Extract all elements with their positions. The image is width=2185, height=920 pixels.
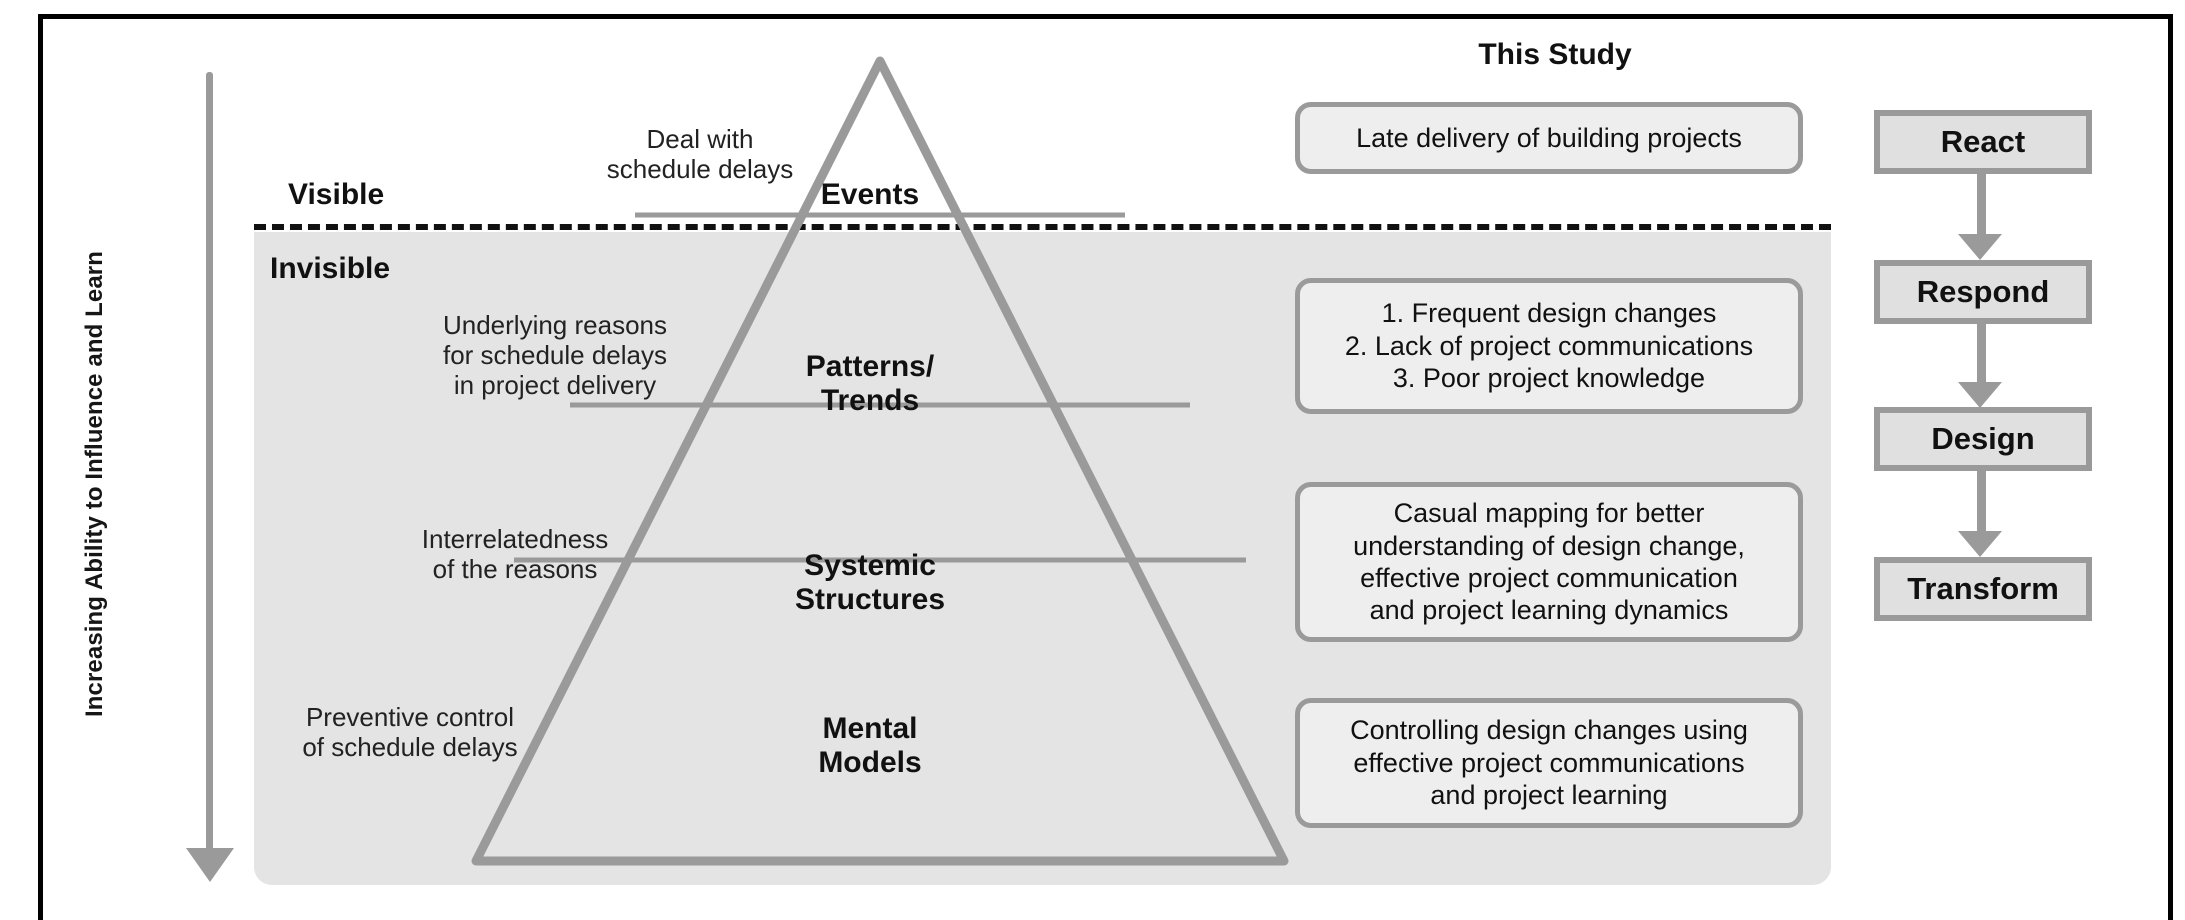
flow-arrow-design-to-transform: [1977, 471, 1986, 537]
tier-label-systemic-structures: Systemic Structures: [794, 549, 946, 616]
study-box-events: Late delivery of building projects: [1295, 102, 1803, 174]
study-box-patterns-trends: 1. Frequent design changes 2. Lack of pr…: [1295, 278, 1803, 414]
influence-axis-label: Increasing Ability to Influence and Lear…: [81, 251, 108, 717]
flow-arrowhead-icon-1: [1958, 234, 2002, 260]
influence-axis-arrowhead-icon: [186, 848, 234, 882]
flow-step-react: React: [1874, 110, 2092, 174]
callout-patterns-trends: Underlying reasons for schedule delays i…: [442, 310, 668, 401]
this-study-title: This Study: [1478, 38, 1632, 71]
flow-arrowhead-icon-2: [1958, 382, 2002, 408]
flow-arrow-react-to-respond: [1977, 174, 1986, 240]
study-box-mental-models: Controlling design changes using effecti…: [1295, 698, 1803, 828]
flow-arrow-respond-to-design: [1977, 324, 1986, 388]
tier-label-patterns-trends: Patterns/ Trends: [805, 350, 935, 417]
tier-label-mental-models: Mental Models: [818, 712, 922, 779]
zone-label-visible: Visible: [288, 178, 385, 211]
zone-label-invisible: Invisible: [270, 252, 391, 285]
callout-events: Deal with schedule delays: [606, 124, 794, 185]
flow-step-transform: Transform: [1874, 557, 2092, 621]
tier-label-events: Events: [820, 178, 920, 211]
influence-axis-line: [206, 72, 213, 862]
iceberg-pyramid: [470, 55, 1290, 867]
callout-mental-models: Preventive control of schedule delays: [302, 702, 518, 763]
study-box-systemic-structures: Casual mapping for better understanding …: [1295, 482, 1803, 642]
callout-systemic-structures: Interrelatedness of the reasons: [421, 524, 609, 585]
flow-arrowhead-icon-3: [1958, 531, 2002, 557]
visible-invisible-divider: [254, 224, 1831, 230]
flow-step-respond: Respond: [1874, 260, 2092, 324]
flow-step-design: Design: [1874, 407, 2092, 471]
